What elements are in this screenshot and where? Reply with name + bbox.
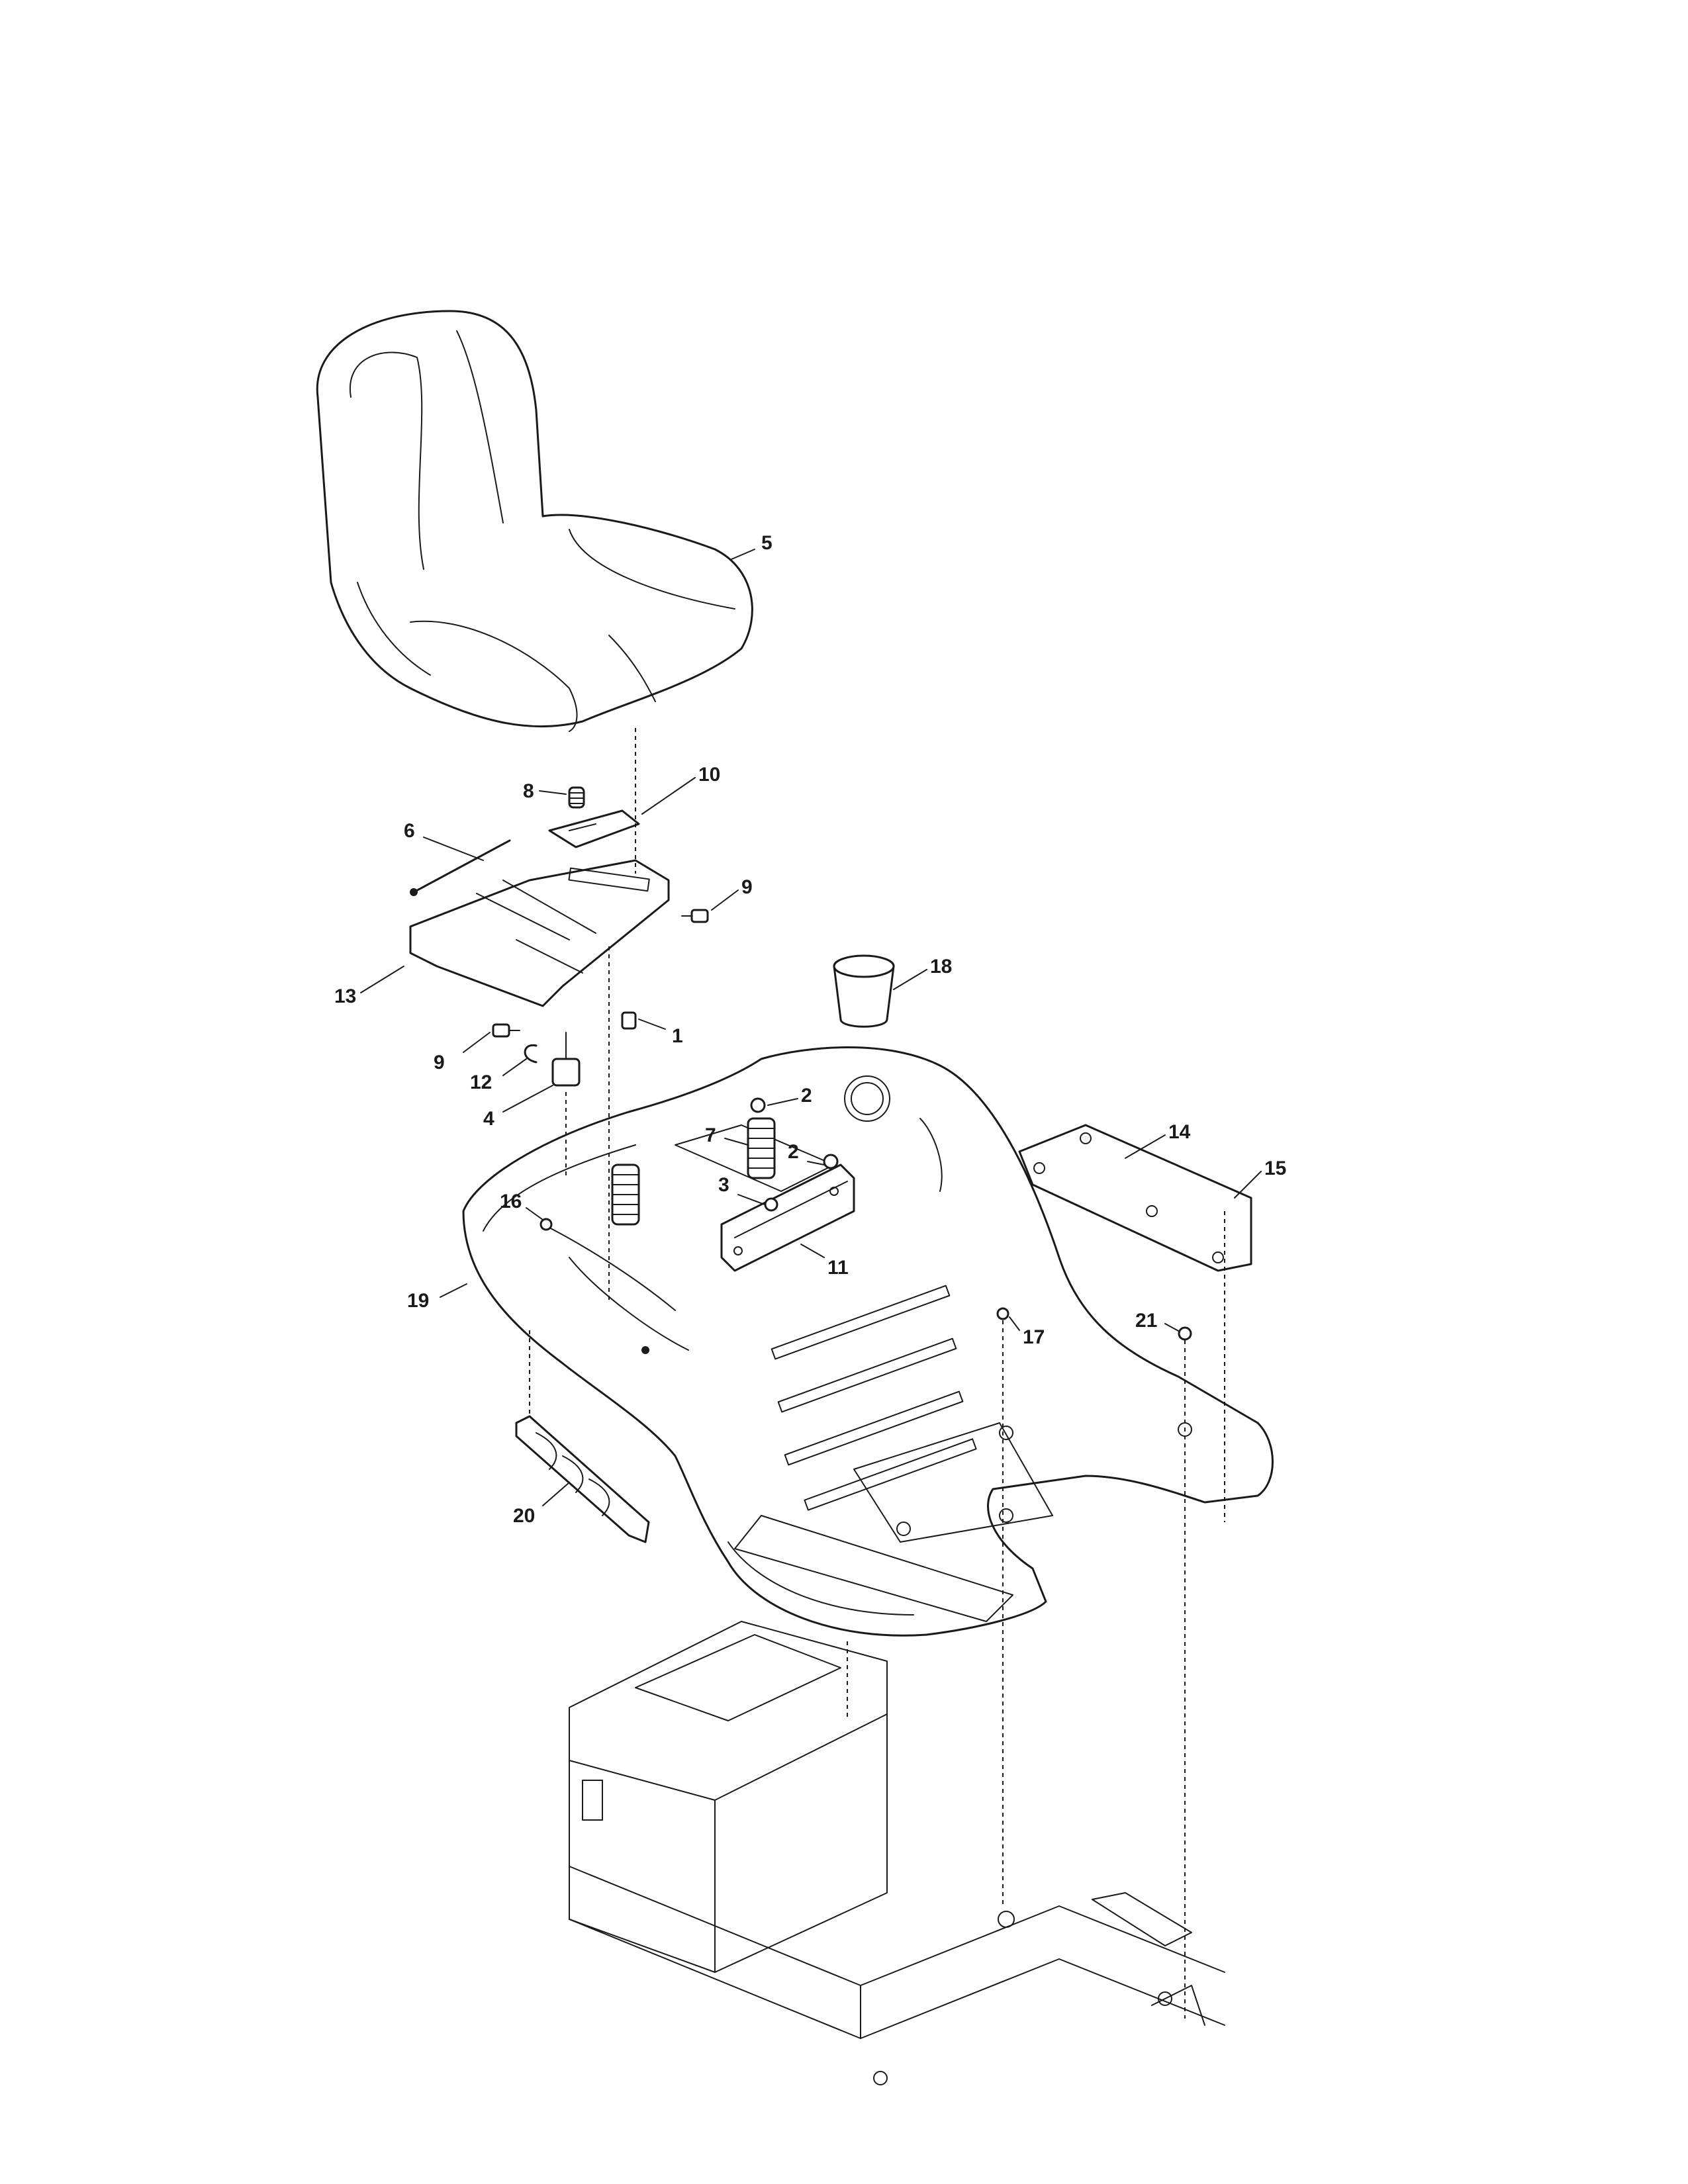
nut xyxy=(764,1197,778,1212)
bolt xyxy=(621,1011,637,1030)
spring xyxy=(611,1163,640,1226)
callout-5: 5 xyxy=(761,532,773,554)
callout-19: 19 xyxy=(407,1290,429,1312)
alignment-lines xyxy=(529,728,1225,2019)
callout-11: 11 xyxy=(827,1257,849,1279)
callout-21: 21 xyxy=(1135,1310,1157,1332)
seat-mount-bracket xyxy=(720,1163,855,1272)
callout-labels: 5 8 10 6 9 13 1 9 12 4 18 2 7 2 3 11 14 … xyxy=(334,532,1286,1527)
screw xyxy=(539,1218,553,1231)
seat-rod xyxy=(410,839,511,896)
cup-holder xyxy=(833,954,895,1028)
spring-small xyxy=(568,786,585,809)
callout-4: 4 xyxy=(483,1108,494,1130)
callout-14: 14 xyxy=(1168,1121,1191,1143)
leader-lines xyxy=(360,549,1262,1506)
foot-pad xyxy=(1018,1124,1252,1272)
seat-bracket xyxy=(548,809,640,848)
callout-20: 20 xyxy=(513,1505,535,1527)
callout-9-bottom: 9 xyxy=(434,1052,445,1073)
callout-9-top: 9 xyxy=(741,876,753,898)
callout-10: 10 xyxy=(698,764,720,786)
callout-6: 6 xyxy=(404,820,415,842)
spring-strip xyxy=(515,1415,650,1543)
clip xyxy=(524,1044,538,1064)
callout-8: 8 xyxy=(523,780,534,802)
bolt xyxy=(492,1023,520,1038)
callout-1: 1 xyxy=(672,1025,683,1047)
spring xyxy=(747,1117,776,1179)
callout-13: 13 xyxy=(334,985,356,1007)
callout-2-bottom: 2 xyxy=(788,1141,799,1163)
callout-17: 17 xyxy=(1023,1326,1045,1348)
callout-15: 15 xyxy=(1264,1158,1286,1179)
callout-2-top: 2 xyxy=(801,1085,812,1107)
callout-12: 12 xyxy=(470,1071,492,1093)
callout-3: 3 xyxy=(718,1174,729,1196)
seat-pan xyxy=(409,859,670,1007)
callout-18: 18 xyxy=(930,956,952,978)
bolt xyxy=(681,909,709,923)
screw xyxy=(996,1307,1009,1320)
callout-7: 7 xyxy=(705,1124,716,1146)
bolt xyxy=(823,1154,839,1169)
callout-16: 16 xyxy=(500,1191,522,1212)
seat xyxy=(316,310,753,732)
bolt xyxy=(750,1097,766,1113)
fender xyxy=(462,1046,1274,1637)
screw xyxy=(1178,1326,1192,1341)
frame xyxy=(569,1621,1225,2085)
knob xyxy=(551,1032,581,1087)
